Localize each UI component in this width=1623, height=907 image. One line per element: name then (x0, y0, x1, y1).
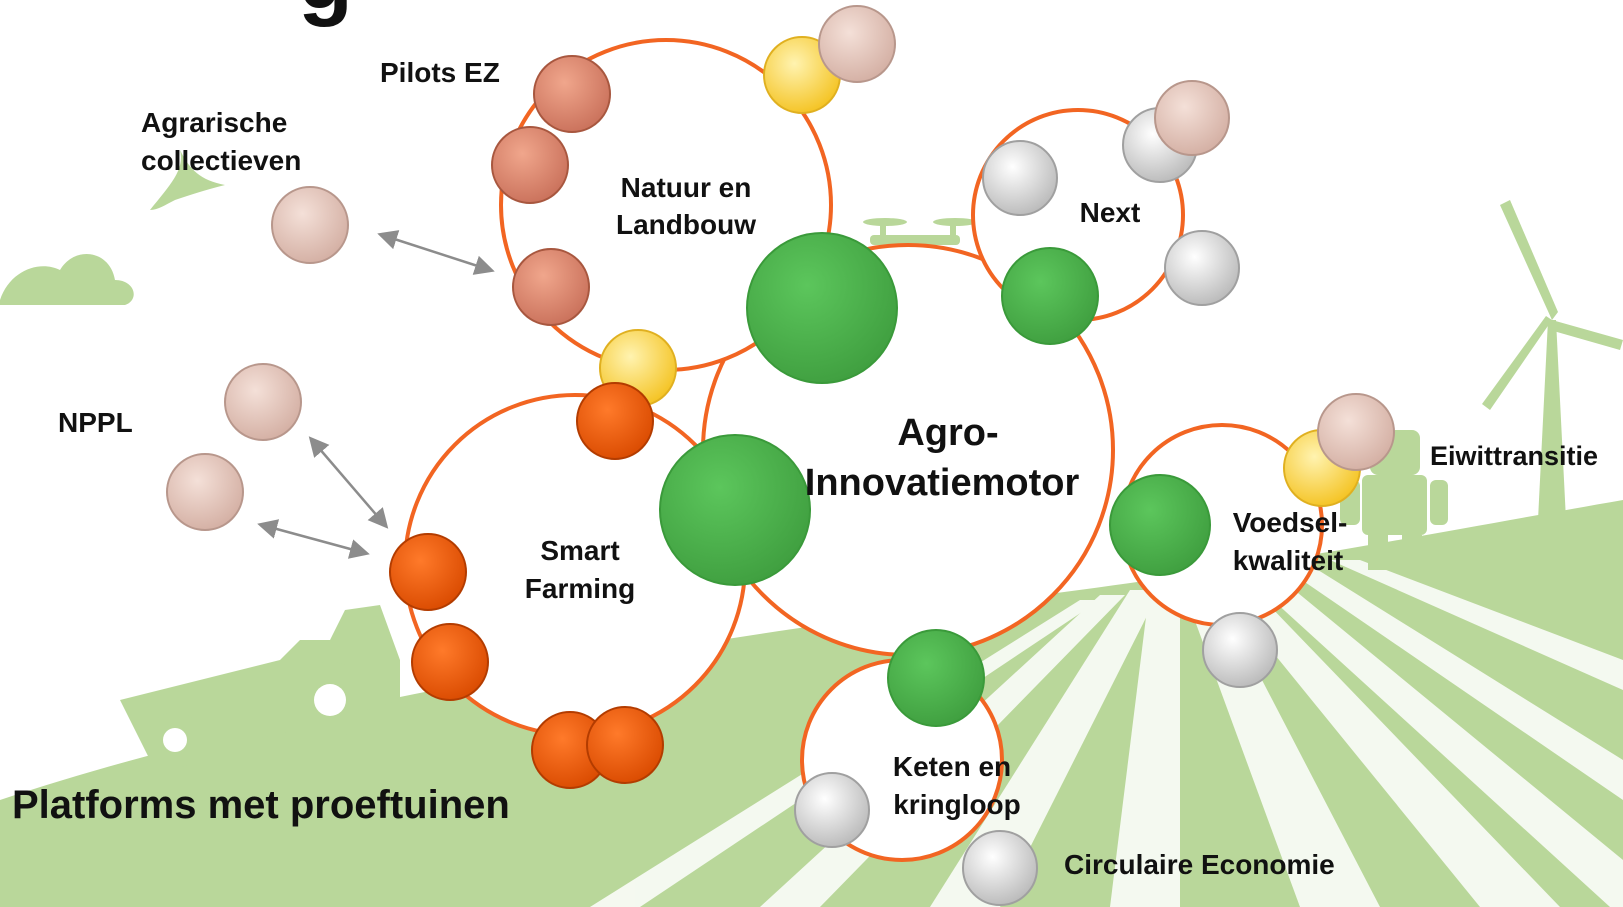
grey-node (794, 772, 870, 848)
pale-node (166, 453, 244, 531)
external-labels: Pilots EZ Agrarische collectieven NPPL E… (58, 57, 1598, 880)
agrarische-label-line2: collectieven (141, 145, 301, 176)
voedsel-label-line1: Voedsel- (1233, 507, 1348, 538)
wind-turbine-icon (1482, 200, 1623, 520)
drone-icon (863, 218, 977, 245)
salmon-node (512, 248, 590, 326)
arrow-agrarische (377, 230, 495, 275)
orange-node (586, 706, 664, 784)
hub-title-line1: Agro- (897, 412, 998, 454)
connection-arrows (257, 230, 495, 559)
grey-node (1202, 612, 1278, 688)
smart-label-line1: Smart (540, 535, 619, 566)
keten-label-line1: Keten en (893, 751, 1011, 782)
arrow-nppl-lower (257, 519, 370, 559)
orange-node (411, 623, 489, 701)
green-node (1001, 247, 1099, 345)
next-label: Next (1080, 197, 1141, 228)
heading-fragment: g (298, 0, 353, 28)
green-node (746, 232, 898, 384)
platform-labels: Natuur en Landbouw Smart Farming Next Vo… (525, 172, 1348, 820)
keten-label-line2: kringloop (893, 789, 1021, 820)
natuur-label-line1: Natuur en (621, 172, 752, 203)
orange-node (389, 533, 467, 611)
salmon-node (491, 126, 569, 204)
pilots-ez-label: Pilots EZ (380, 57, 500, 88)
bird-icon (150, 150, 225, 210)
smart-label-line2: Farming (525, 573, 635, 604)
pale-node (1317, 393, 1395, 471)
hub-title-line2: Innovatiemotor (805, 462, 1080, 504)
pale-node (1154, 80, 1230, 156)
grey-node (962, 830, 1038, 906)
natuur-label-line2: Landbouw (616, 209, 756, 240)
nppl-label: NPPL (58, 407, 133, 438)
voedsel-label-line2: kwaliteit (1233, 545, 1343, 576)
footer-title: Platforms met proeftuinen (12, 783, 510, 827)
tractor-icon (120, 605, 400, 768)
eiwittransitie-label: Eiwittransitie (1430, 441, 1598, 471)
grey-node (982, 140, 1058, 216)
salmon-node (533, 55, 611, 133)
green-node (887, 629, 985, 727)
orange-node (576, 382, 654, 460)
agrarische-label-line1: Agrarische (141, 107, 287, 138)
circulaire-label: Circulaire Economie (1064, 849, 1335, 880)
node-balls (166, 5, 1395, 906)
green-node (659, 434, 811, 586)
grey-node (1164, 230, 1240, 306)
green-node (1109, 474, 1211, 576)
pale-node (224, 363, 302, 441)
pale-node (818, 5, 896, 83)
pale-node (271, 186, 349, 264)
arrow-nppl-upper (308, 436, 389, 529)
cloud-icon (0, 253, 134, 305)
